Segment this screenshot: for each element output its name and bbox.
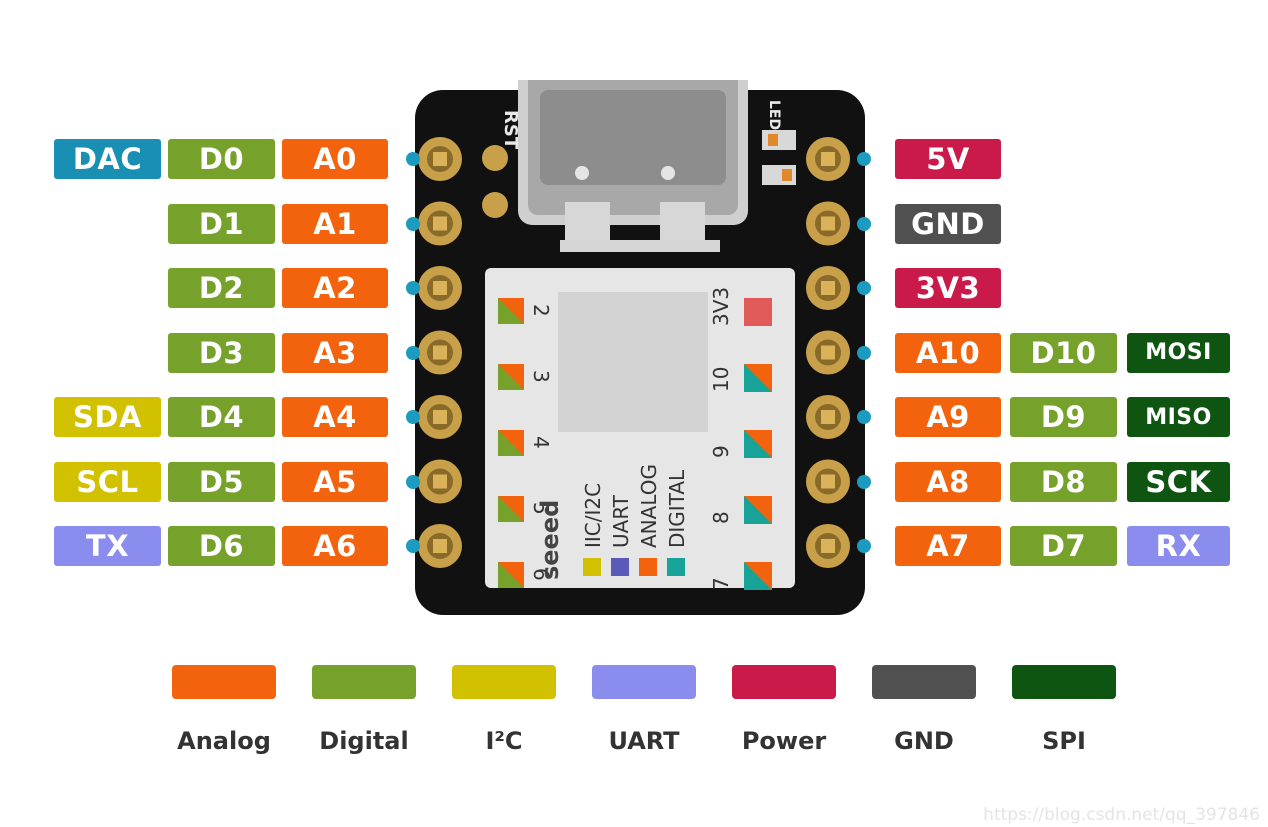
silk-legend-label: UART xyxy=(609,494,633,548)
legend-swatch-digital xyxy=(312,665,416,699)
pin-label-a3: A3 xyxy=(282,332,388,373)
pin-label-d2: D2 xyxy=(168,268,275,308)
pin-label-scl: SCL xyxy=(54,461,161,502)
legend-swatch-gnd xyxy=(872,665,976,699)
pin-dot-left xyxy=(406,281,420,295)
pin-square-left xyxy=(498,430,524,456)
pin-label-sck: SCK xyxy=(1127,461,1230,502)
pin-label-a5: A5 xyxy=(282,461,388,502)
silk-legend-label: DIGITAL xyxy=(665,469,689,548)
pin-dot-right xyxy=(857,152,871,166)
pin-square-right xyxy=(744,298,772,326)
pin-label-d1: D1 xyxy=(168,203,275,244)
pin-dot-left xyxy=(406,410,420,424)
pin-square-left xyxy=(498,364,524,390)
silk-pin-number: 4 xyxy=(529,436,553,449)
chip-label-area xyxy=(558,292,708,432)
pin-label-a0: A0 xyxy=(282,139,388,179)
legend-swatch-spi xyxy=(1012,665,1116,699)
pin-label-a1: A1 xyxy=(282,203,388,244)
pin-label-a7: A7 xyxy=(895,526,1001,566)
legend-swatch-power xyxy=(732,665,836,699)
silk-pin-number: 2 xyxy=(529,304,553,317)
pin-label-a9: A9 xyxy=(895,397,1001,437)
legend-label-gnd: GND xyxy=(894,727,954,755)
pin-dot-left xyxy=(406,474,420,489)
silk-pin-number: 3 xyxy=(529,370,553,383)
pin-label-d0: D0 xyxy=(168,139,275,179)
brand-logo: seeed xyxy=(536,500,564,580)
silk-pin-label: 9 xyxy=(709,445,733,458)
silk-pin-number: 6 xyxy=(529,568,553,581)
silk-legend-swatch xyxy=(611,558,629,576)
pin-dot-left xyxy=(406,216,420,231)
pin-label-a6: A6 xyxy=(282,526,388,566)
pin-dot-left xyxy=(406,345,420,360)
silk-legend-label: ANALOG xyxy=(637,464,661,548)
legend-swatch-i2c xyxy=(452,665,556,699)
pin-label-gnd: GND xyxy=(895,203,1001,244)
led-silk-label: LED xyxy=(766,100,782,130)
silk-pin-label: 10 xyxy=(709,367,733,392)
pin-label-d5: D5 xyxy=(168,461,275,502)
pin-square-right xyxy=(744,430,772,458)
pin-dot-right xyxy=(857,345,871,360)
legend-label-spi: SPI xyxy=(1042,727,1086,755)
legend-swatch-uart xyxy=(592,665,696,699)
pin-label-d10: D10 xyxy=(1010,332,1117,373)
pin-square-right xyxy=(744,364,772,392)
pin-label-rx: RX xyxy=(1127,526,1230,566)
rst-silk-label: RST xyxy=(500,110,521,150)
led-icon xyxy=(762,130,796,150)
pin-square-left xyxy=(498,496,524,522)
silk-pin-number: 5 xyxy=(529,502,553,515)
silk-pin-label: 3V3 xyxy=(709,287,733,326)
pin-label-a4: A4 xyxy=(282,397,388,437)
pin-label-a2: A2 xyxy=(282,268,388,308)
legend-label-digital: Digital xyxy=(319,727,409,755)
reset-pad xyxy=(482,145,508,171)
legend-label-analog: Analog xyxy=(177,727,271,755)
legend-label-uart: UART xyxy=(608,727,680,755)
pin-label-miso: MISO xyxy=(1127,397,1230,437)
pin-label-a8: A8 xyxy=(895,461,1001,502)
pin-label-d6: D6 xyxy=(168,526,275,566)
pin-label-mosi: MOSI xyxy=(1127,332,1230,373)
legend-swatch-analog xyxy=(172,665,276,699)
pin-dot-left xyxy=(406,539,420,553)
pin-label-tx: TX xyxy=(54,526,161,566)
pin-dot-right xyxy=(857,281,871,295)
pin-label-d4: D4 xyxy=(168,397,275,437)
pin-dot-right xyxy=(857,539,871,553)
pin-dot-left xyxy=(406,152,420,166)
silk-legend-swatch xyxy=(639,558,657,576)
pin-label-dac: DAC xyxy=(54,139,161,179)
silk-legend-swatch xyxy=(583,558,601,576)
pin-square-left xyxy=(498,562,524,588)
legend-label-power: Power xyxy=(741,727,827,755)
silk-legend-label: IIC/I2C xyxy=(581,483,605,548)
pin-dot-right xyxy=(857,410,871,424)
pin-square-right xyxy=(744,562,772,590)
pin-label-d3: D3 xyxy=(168,332,275,373)
pin-label-a10: A10 xyxy=(895,332,1001,373)
pin-square-left xyxy=(498,298,524,324)
silk-pin-label: 7 xyxy=(709,577,733,590)
pin-label-sda: SDA xyxy=(54,397,161,437)
pin-square-right xyxy=(744,496,772,524)
reset-pad xyxy=(482,192,508,218)
legend-label-i2c: I²C xyxy=(485,727,523,755)
pin-label-d8: D8 xyxy=(1010,461,1117,502)
silk-legend-swatch xyxy=(667,558,685,576)
pin-label-5v: 5V xyxy=(895,139,1001,179)
pin-label-d7: D7 xyxy=(1010,526,1117,566)
pin-dot-right xyxy=(857,216,871,231)
pin-dot-right xyxy=(857,474,871,489)
pin-label-d9: D9 xyxy=(1010,397,1117,437)
silk-pin-label: 8 xyxy=(709,511,733,524)
pin-label-3v3: 3V3 xyxy=(895,268,1001,308)
watermark: https://blog.csdn.net/qq_397846 xyxy=(983,805,1260,825)
